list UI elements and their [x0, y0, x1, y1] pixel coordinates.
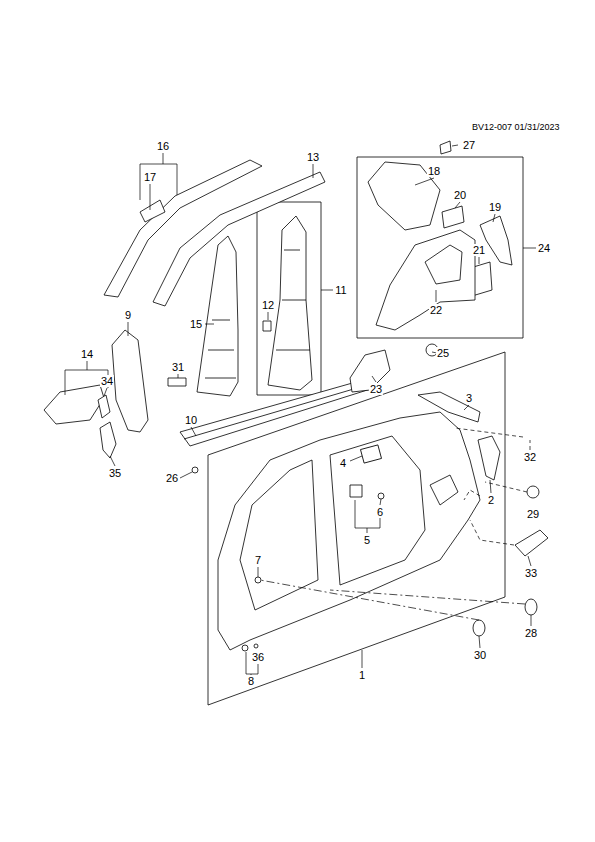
callout-number: 17: [143, 171, 157, 183]
callout-number: 3: [465, 392, 473, 404]
callout-number: 30: [473, 649, 487, 661]
callout-number: 21: [472, 244, 486, 256]
callout-number: 29: [526, 508, 540, 520]
callout-number: 32: [523, 451, 537, 463]
callout-number: 25: [436, 347, 450, 359]
callout-number: 24: [537, 242, 551, 254]
callout-number: 6: [376, 506, 384, 518]
callout-number: 22: [429, 304, 443, 316]
callout-number: 13: [306, 151, 320, 163]
callout-number: 28: [524, 627, 538, 639]
callout-number: 31: [171, 361, 185, 373]
callout-number: 33: [524, 567, 538, 579]
callout-number: 34: [100, 375, 114, 387]
callout-number: 27: [462, 139, 476, 151]
callout-number: 7: [254, 554, 262, 566]
callout-number: 9: [124, 309, 132, 321]
callout-number: 12: [261, 299, 275, 311]
callout-number: 11: [334, 284, 347, 296]
callout-number: 2: [487, 494, 495, 506]
callout-number: 35: [108, 467, 122, 479]
callout-number: 8: [247, 675, 255, 687]
callout-number: 19: [488, 201, 502, 213]
callout-number: 18: [427, 165, 441, 177]
callout-number: 4: [339, 457, 347, 469]
callout-number: 26: [165, 472, 179, 484]
callout-number: 1: [358, 669, 366, 681]
callout-number: 36: [251, 651, 265, 663]
drawing-reference: BV12-007 01/31/2023: [472, 122, 560, 132]
callout-number: 10: [184, 414, 198, 426]
callout-number: 5: [363, 534, 371, 546]
callout-number: 15: [189, 318, 203, 330]
callout-number: 16: [156, 140, 170, 152]
callout-number: 20: [453, 189, 467, 201]
callout-number: 23: [369, 383, 383, 395]
callout-number: 14: [80, 348, 94, 360]
